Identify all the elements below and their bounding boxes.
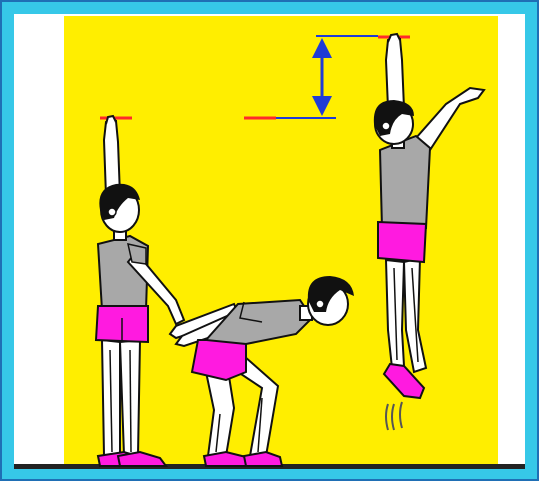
diagram-canvas [0, 0, 539, 481]
vertical-jump-diagram [0, 0, 539, 481]
